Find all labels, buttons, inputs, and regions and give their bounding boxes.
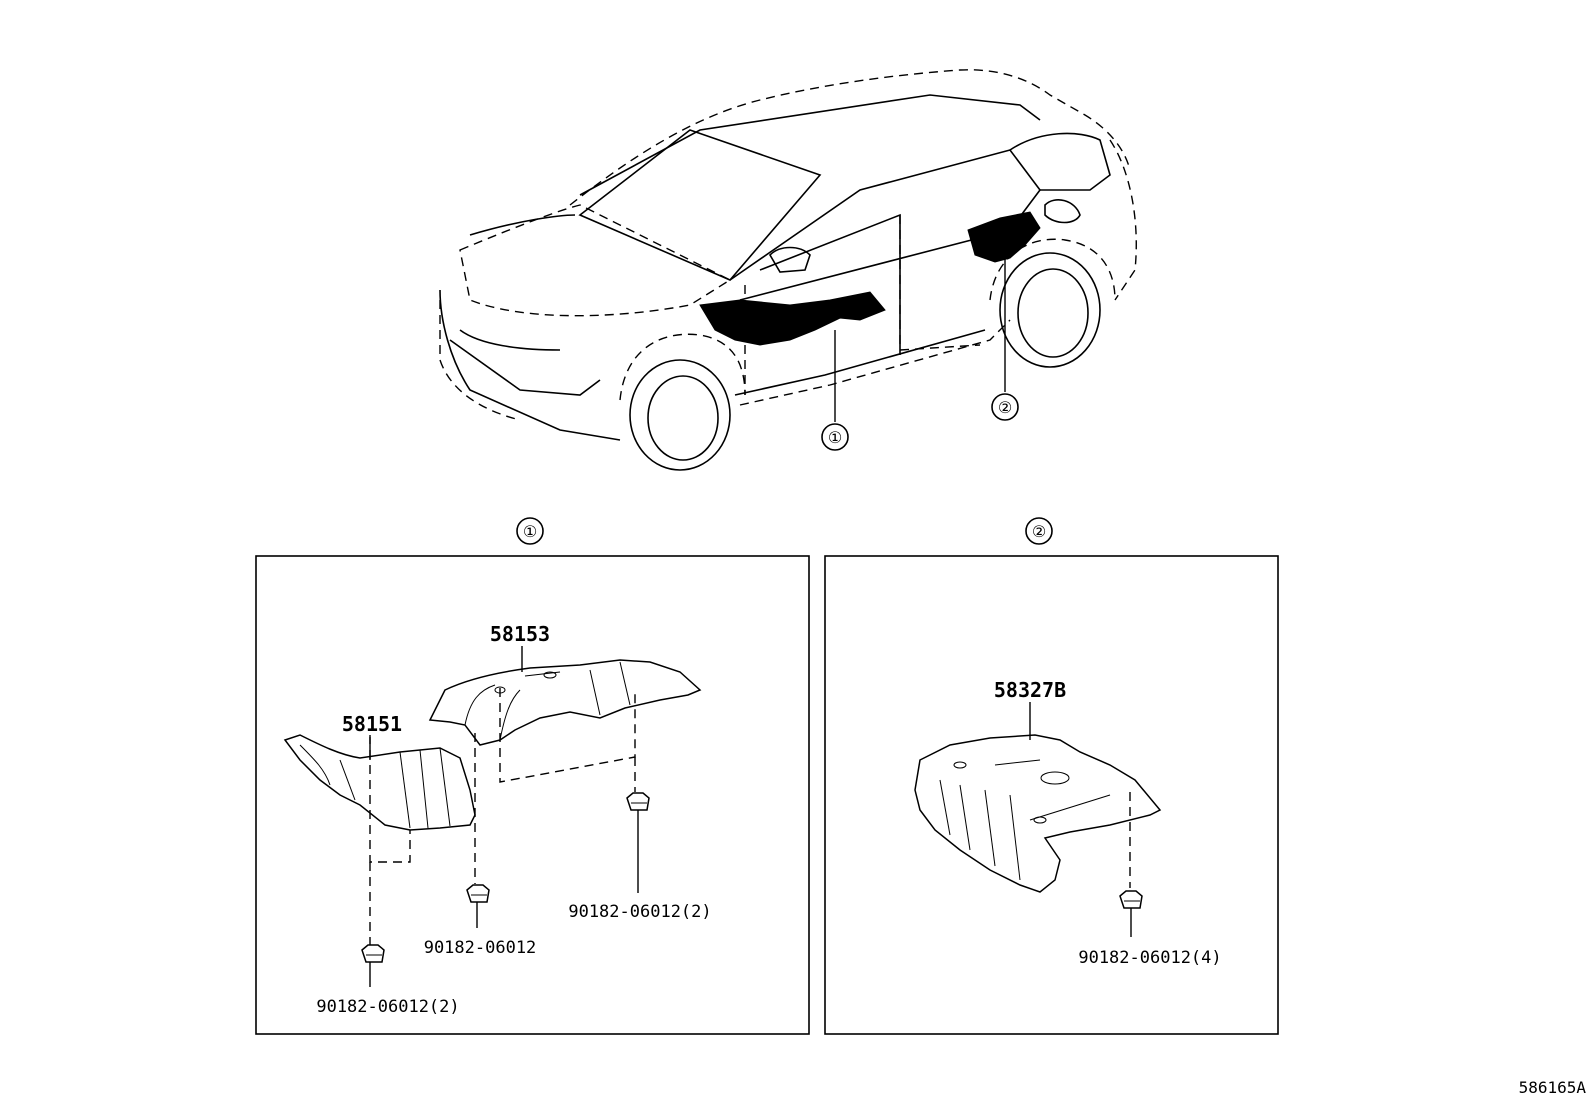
clip-right-drawing (626, 792, 650, 811)
panel-1-header-circle (516, 517, 544, 545)
part-label-clip-left: 90182-06012(2) (316, 997, 459, 1017)
panel-1-header: ① (523, 522, 537, 541)
panel-1-frame (255, 555, 810, 1035)
reference-code: 586165A (1519, 1078, 1587, 1097)
cover-58153-drawing (428, 659, 702, 746)
clip-left-drawing (361, 944, 385, 963)
part-label-58151: 58151 (342, 712, 402, 736)
insulator-area-rear (967, 211, 1041, 263)
callout-1-circle (821, 423, 849, 451)
panel-2 (824, 517, 1279, 1035)
callout-2-circle (991, 393, 1019, 421)
part-label-58153: 58153 (490, 622, 550, 646)
vehicle-illustration (439, 69, 1137, 471)
panel-1 (255, 517, 810, 1035)
part-label-clip-middle: 90182-06012 (424, 938, 537, 958)
callout-1-label: ① (828, 428, 842, 447)
cover-58327b-drawing (914, 734, 1162, 893)
insulator-area-front (699, 291, 886, 346)
panel-2-header-circle (1025, 517, 1053, 545)
panel-2-header: ② (1032, 522, 1046, 541)
callout-2-label: ② (998, 398, 1012, 417)
part-label-58327b: 58327B (994, 678, 1066, 702)
part-label-clip-panel2: 90182-06012(4) (1078, 948, 1221, 968)
part-label-clip-right: 90182-06012(2) (568, 902, 711, 922)
clip-middle-drawing (466, 884, 490, 903)
clip-panel2-drawing (1119, 890, 1143, 909)
panel-2-frame (824, 555, 1279, 1035)
cover-58151-drawing (283, 734, 476, 831)
